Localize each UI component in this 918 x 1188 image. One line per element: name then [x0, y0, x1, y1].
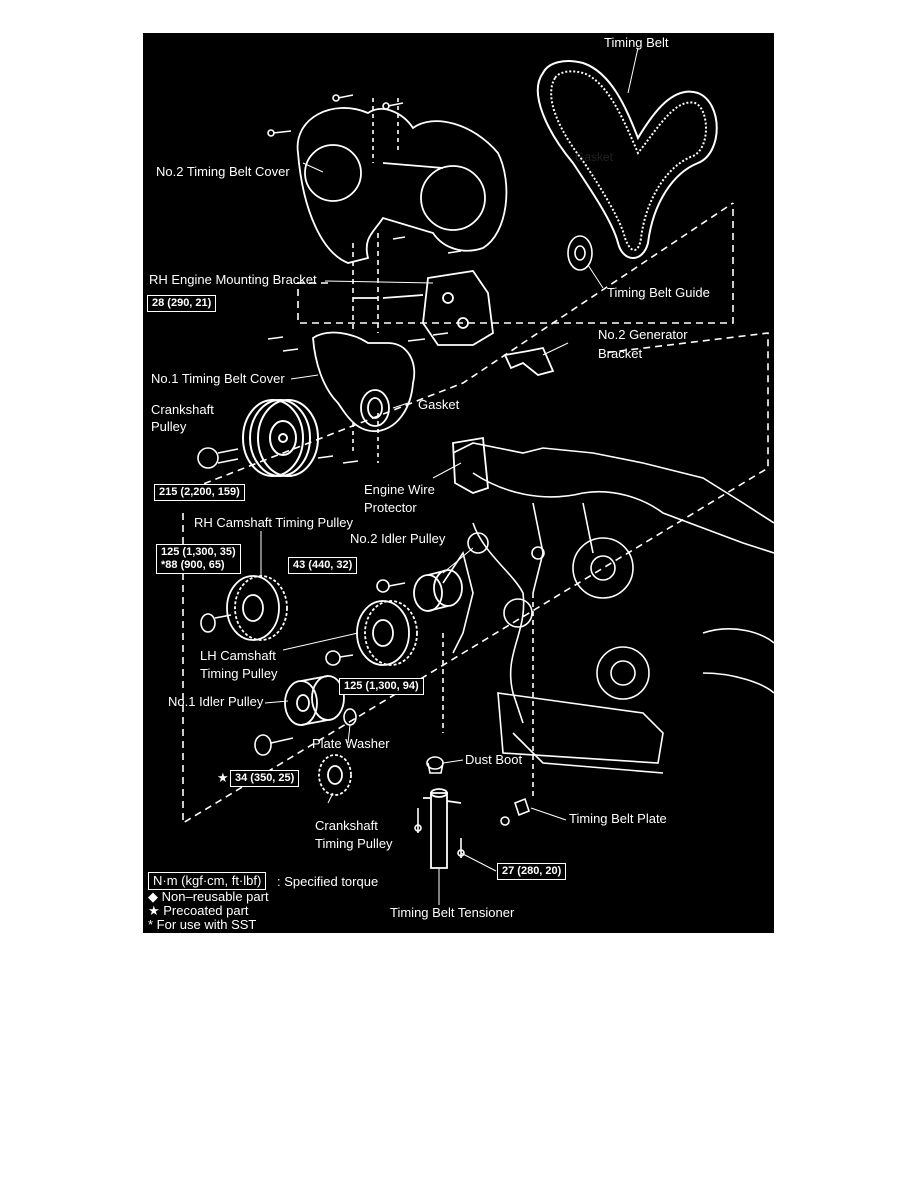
torque-no1-idler: 34 (350, 25) [230, 770, 300, 787]
timing-belt-tensioner [423, 788, 462, 869]
torque-crankshaft-bolt: 215 (2,200, 159) [154, 484, 245, 501]
label-lh-camshaft-line2: Timing Pulley [200, 666, 278, 681]
no1-idler-bolt [254, 734, 294, 756]
torque-rh-camshaft-sst-value: *88 (900, 65) [161, 559, 225, 571]
timing-belt-guide [567, 235, 593, 271]
label-timing-belt-guide: Timing Belt Guide [607, 285, 710, 300]
no2-timing-belt-cover [296, 107, 508, 264]
crankshaft-timing-pulley [318, 754, 352, 796]
legend-precoated: ★ Precoated part [148, 903, 249, 918]
label-crankshaft-pulley-line1: Crankshaft [151, 402, 214, 417]
precoated-mark: ★ [217, 770, 229, 785]
lh-camshaft-timing-pulley [356, 600, 418, 666]
torque-bracket: 28 (290, 21) [147, 295, 217, 312]
no2-generator-bracket [503, 346, 555, 376]
label-crankshaft-pulley-line2: Pulley [151, 419, 187, 434]
label-rh-camshaft-pulley: RH Camshaft Timing Pulley [194, 515, 353, 530]
rh-camshaft-bolt [200, 613, 232, 633]
torque-tensioner: 27 (280, 20) [497, 863, 567, 880]
assembly-outline [297, 203, 734, 324]
legend-unit-box: N·m (kgf·cm, ft·lbf) [148, 872, 267, 890]
no2-idler-bolt [376, 579, 406, 593]
plate-washer [343, 708, 357, 726]
label-lh-camshaft-line1: LH Camshaft [200, 648, 276, 663]
rh-engine-mounting-bracket [353, 270, 494, 346]
diagram-panel: Timing Belt Gasket No.2 Timing Belt Cove… [143, 33, 774, 933]
torque-rh-camshaft: 125 (1,300, 35) *88 (900, 65) [156, 544, 241, 574]
label-timing-belt-tensioner: Timing Belt Tensioner [390, 905, 515, 920]
label-no1-idler-pulley: No.1 Idler Pulley [168, 694, 264, 709]
legend-non-reusable: ◆ Non–reusable part [148, 889, 269, 904]
label-gasket-top: Gasket [575, 150, 614, 164]
label-dust-boot: Dust Boot [465, 752, 523, 767]
label-engine-wire-line1: Engine Wire [364, 482, 435, 497]
crankshaft-pulley-bolt [197, 447, 239, 469]
dust-boot [426, 756, 444, 774]
tensioner-bolts [414, 808, 465, 858]
label-no2-generator-line1: No.2 Generator [598, 327, 688, 342]
label-no2-timing-belt-cover: No.2 Timing Belt Cover [156, 164, 290, 179]
label-plate-washer: Plate Washer [312, 736, 390, 751]
label-no2-idler-pulley: No.2 Idler Pulley [350, 531, 446, 546]
no1-timing-belt-cover [312, 331, 416, 432]
timing-belt-plate [500, 797, 530, 826]
label-crankshaft-timing-line1: Crankshaft [315, 818, 378, 833]
label-no1-timing-belt-cover: No.1 Timing Belt Cover [151, 371, 285, 386]
torque-no2-idler: 43 (440, 32) [288, 557, 358, 574]
engine-block [442, 442, 774, 774]
lh-camshaft-bolt [325, 650, 354, 666]
label-timing-belt: Timing Belt [604, 35, 669, 50]
torque-rh-camshaft-value: 125 (1,300, 35) [161, 546, 236, 558]
label-engine-wire-line2: Protector [364, 500, 417, 515]
legend-unit-desc: : Specified torque [277, 874, 379, 889]
label-timing-belt-plate: Timing Belt Plate [569, 811, 667, 826]
engine-wire-protector [452, 436, 489, 494]
rh-camshaft-timing-pulley [226, 575, 288, 641]
timing-belt-exploded-view [182, 47, 774, 905]
torque-lh-camshaft: 125 (1,300, 94) [339, 678, 424, 695]
timing-belt [536, 60, 718, 259]
no2-idler-pulley [413, 569, 463, 612]
crankshaft-pulley [242, 399, 319, 477]
cover-bolts [267, 94, 462, 464]
leader-lines [260, 47, 639, 905]
label-gasket: Gasket [418, 397, 460, 412]
label-rh-engine-mounting-bracket: RH Engine Mounting Bracket [149, 272, 317, 287]
label-crankshaft-timing-line2: Timing Pulley [315, 836, 393, 851]
legend-sst: * For use with SST [148, 917, 257, 932]
label-no2-generator-line2: Bracket [598, 346, 643, 361]
no1-idler-pulley [284, 675, 345, 726]
